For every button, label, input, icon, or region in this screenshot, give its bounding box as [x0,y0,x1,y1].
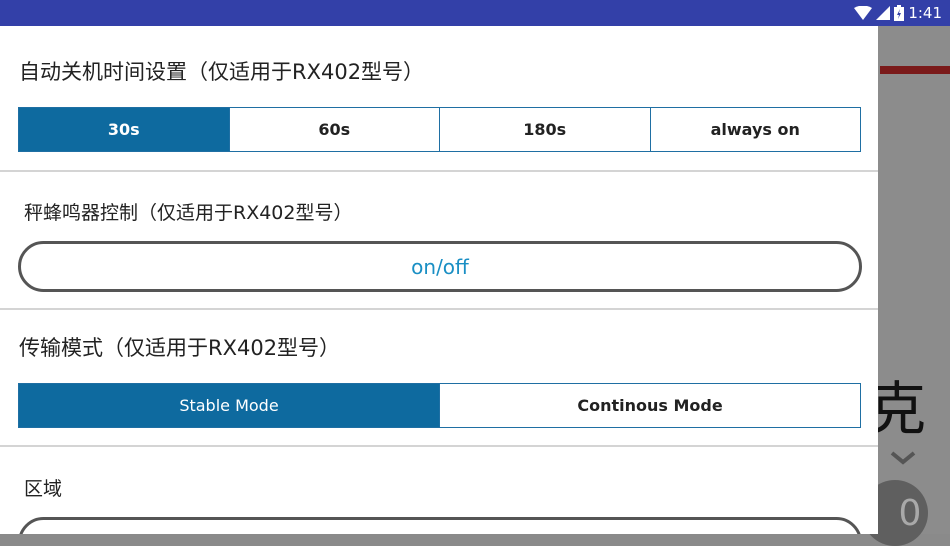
transfer-mode-option-stable[interactable]: Stable Mode [19,384,439,427]
region-title: 区域 [24,478,63,500]
settings-panel: 自动关机时间设置（仅适用于RX402型号） 30s 60s 180s alway… [0,26,878,534]
auto-shutdown-option-30s[interactable]: 30s [19,108,229,151]
buzzer-toggle-label: on/off [411,254,469,279]
wifi-icon [854,6,873,20]
auto-shutdown-title: 自动关机时间设置（仅适用于RX402型号） [19,60,425,84]
auto-shutdown-option-always-on[interactable]: always on [649,108,860,151]
transfer-mode-segmented-control: Stable Mode Continous Mode [18,383,861,428]
divider [0,308,878,310]
divider [0,170,878,172]
transfer-mode-option-continous[interactable]: Continous Mode [439,384,860,427]
background-red-bar [880,66,950,74]
buzzer-title: 秤蜂鸣器控制（仅适用于RX402型号） [24,202,353,224]
transfer-mode-title: 传输模式（仅适用于RX402型号） [19,336,341,360]
buzzer-toggle-button[interactable]: on/off [18,241,862,292]
divider [0,445,878,447]
clock-time: 1:41 [908,4,942,22]
auto-shutdown-option-60s[interactable]: 60s [228,108,439,151]
battery-charging-icon [894,5,905,21]
chevron-down-icon [890,450,916,469]
background-circle-text: 0 [898,492,922,534]
status-icons: 1:41 [854,3,942,23]
auto-shutdown-segmented-control: 30s 60s 180s always on [18,107,861,152]
cell-signal-icon [876,6,891,20]
region-select-button[interactable] [18,517,862,534]
auto-shutdown-option-180s[interactable]: 180s [439,108,650,151]
status-bar: 1:41 [0,0,950,26]
